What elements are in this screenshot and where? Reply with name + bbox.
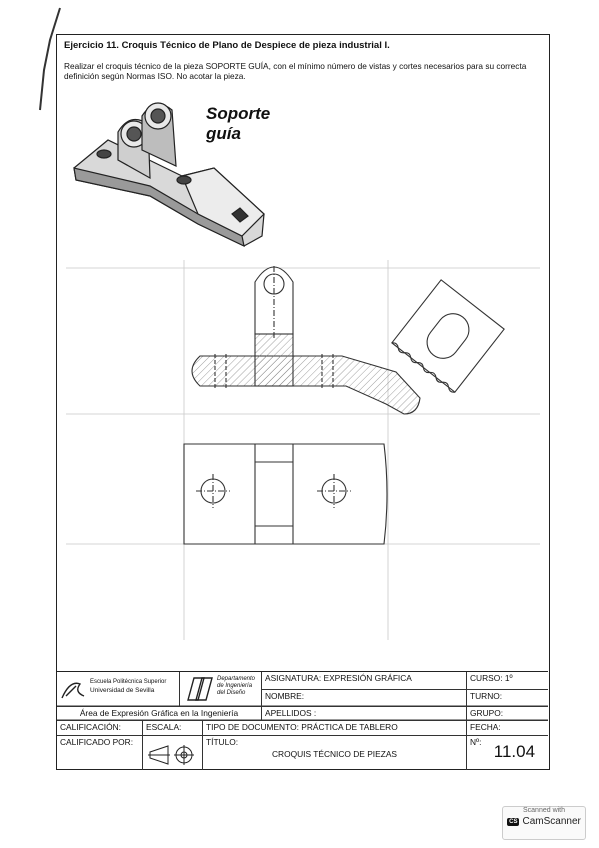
numero-cell: Nº: 11.04 [467,736,548,770]
department-line1: Departamento [217,676,256,682]
scale-symbol-cell [143,736,203,770]
department-cell: Departamento de Ingeniería del Diseño [180,672,262,707]
camscanner-brand-label: CamScanner [522,816,581,827]
curso-field: CURSO: 1º [467,672,548,690]
fecha-field[interactable]: FECHA: [467,721,548,736]
asignatura-field: ASIGNATURA: EXPRESIÓN GRÁFICA [262,672,467,690]
titulo-value: CROQUIS TÉCNICO DE PIEZAS [271,749,398,759]
university-logo-icon [61,682,85,699]
department-line2: de Ingeniería [217,683,253,689]
front-section-view [191,266,421,415]
grupo-field[interactable]: GRUPO: [467,707,548,721]
camscanner-watermark: Scanned with CS CamScanner [502,806,586,840]
nombre-field[interactable]: NOMBRE: [262,690,467,707]
department-line3: del Diseño [217,690,246,696]
school-name-line2: Universidad de Sevilla [90,687,155,694]
auxiliary-inclined-view [391,279,505,393]
margin-pencil-mark [39,7,61,111]
exercise-title: Ejercicio 11. Croquis Técnico de Plano d… [64,40,390,51]
escala-field: ESCALA: [143,721,203,736]
part-name-label: Soporte guía [206,104,271,143]
projection-symbol-icon [148,745,194,765]
department-logo-icon [187,677,213,701]
camscanner-logo-icon: CS [507,817,520,826]
area-label: Área de Expresión Gráfica en la Ingenier… [57,707,262,721]
numero-value: 11.04 [493,742,536,761]
isometric-part-illustration [73,102,265,248]
exercise-instructions: Realizar el croquis técnico de la pieza … [64,61,527,81]
turno-field[interactable]: TURNO: [467,690,548,707]
titulo-cell: TÍTULO: CROQUIS TÉCNICO DE PIEZAS [203,736,467,770]
title-block: Escuela Politécnica Superior Universidad… [57,671,548,770]
top-view [183,443,388,545]
calificacion-field: CALIFICACIÓN: [57,721,143,736]
school-cell: Escuela Politécnica Superior Universidad… [57,672,180,707]
titulo-label: TÍTULO: [206,737,239,747]
scanned-with-label: Scanned with [522,807,566,814]
numero-label: Nº: [470,737,482,747]
apellidos-field[interactable]: APELLIDOS : [262,707,467,721]
school-name-line1: Escuela Politécnica Superior [90,679,167,685]
calificado-por-field: CALIFICADO POR: [57,736,143,770]
tipo-documento-field: TIPO DE DOCUMENTO: PRÁCTICA DE TABLERO [203,721,467,736]
